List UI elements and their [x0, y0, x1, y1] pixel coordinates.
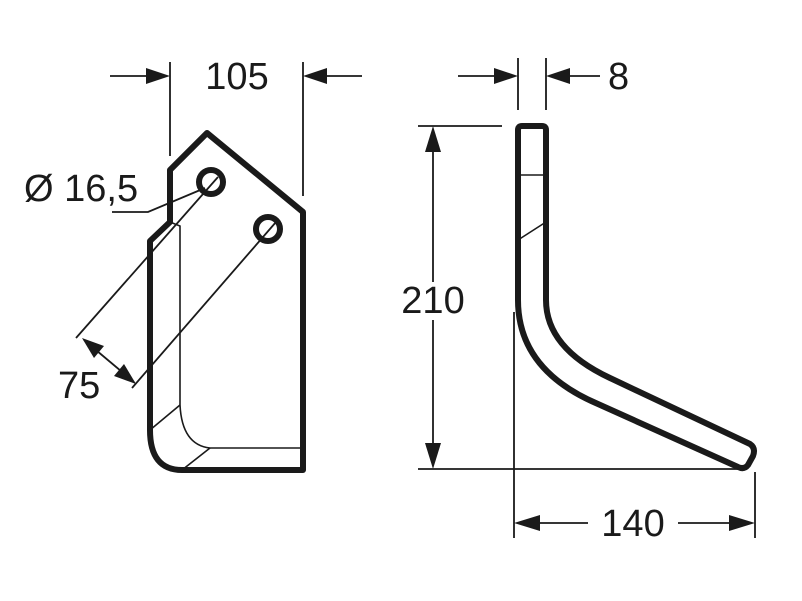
- spacing-line-lower: [131, 221, 277, 389]
- length-arrow-left: [514, 515, 540, 531]
- side-blade-outline: [515, 123, 757, 472]
- spacing-arrow-upper: [82, 338, 104, 358]
- thickness-arrow-left: [494, 68, 518, 84]
- spacing-line-upper: [75, 176, 219, 339]
- length-label: 140: [601, 503, 664, 545]
- thickness-label: 8: [608, 56, 629, 98]
- front-blade-bevel: [169, 221, 303, 449]
- bevel-corner-line: [149, 404, 181, 431]
- hole-spacing-label: 75: [58, 365, 100, 407]
- side-inner-mark-bevel: [517, 221, 547, 241]
- height-label: 210: [401, 280, 464, 322]
- spacing-arrow-lower: [114, 364, 136, 384]
- side-view: 8 210 140: [401, 56, 757, 545]
- bolt-hole-lower: [253, 214, 283, 244]
- hole-diameter-label: Ø 16,5: [24, 168, 138, 210]
- front-blade-outline: [147, 130, 306, 473]
- length-arrow-right: [729, 515, 755, 531]
- bolt-hole-upper: [196, 167, 226, 197]
- hole-diameter-leader: [112, 187, 206, 213]
- front-view: 105 Ø 16,5 75: [24, 56, 362, 473]
- height-arrow-top: [425, 126, 441, 152]
- width-arrow-right: [303, 68, 327, 84]
- bevel-bottom-line: [181, 447, 211, 471]
- width-arrow-left: [146, 68, 170, 84]
- width-label: 105: [205, 56, 268, 98]
- thickness-arrow-right: [546, 68, 570, 84]
- height-arrow-bottom: [425, 443, 441, 469]
